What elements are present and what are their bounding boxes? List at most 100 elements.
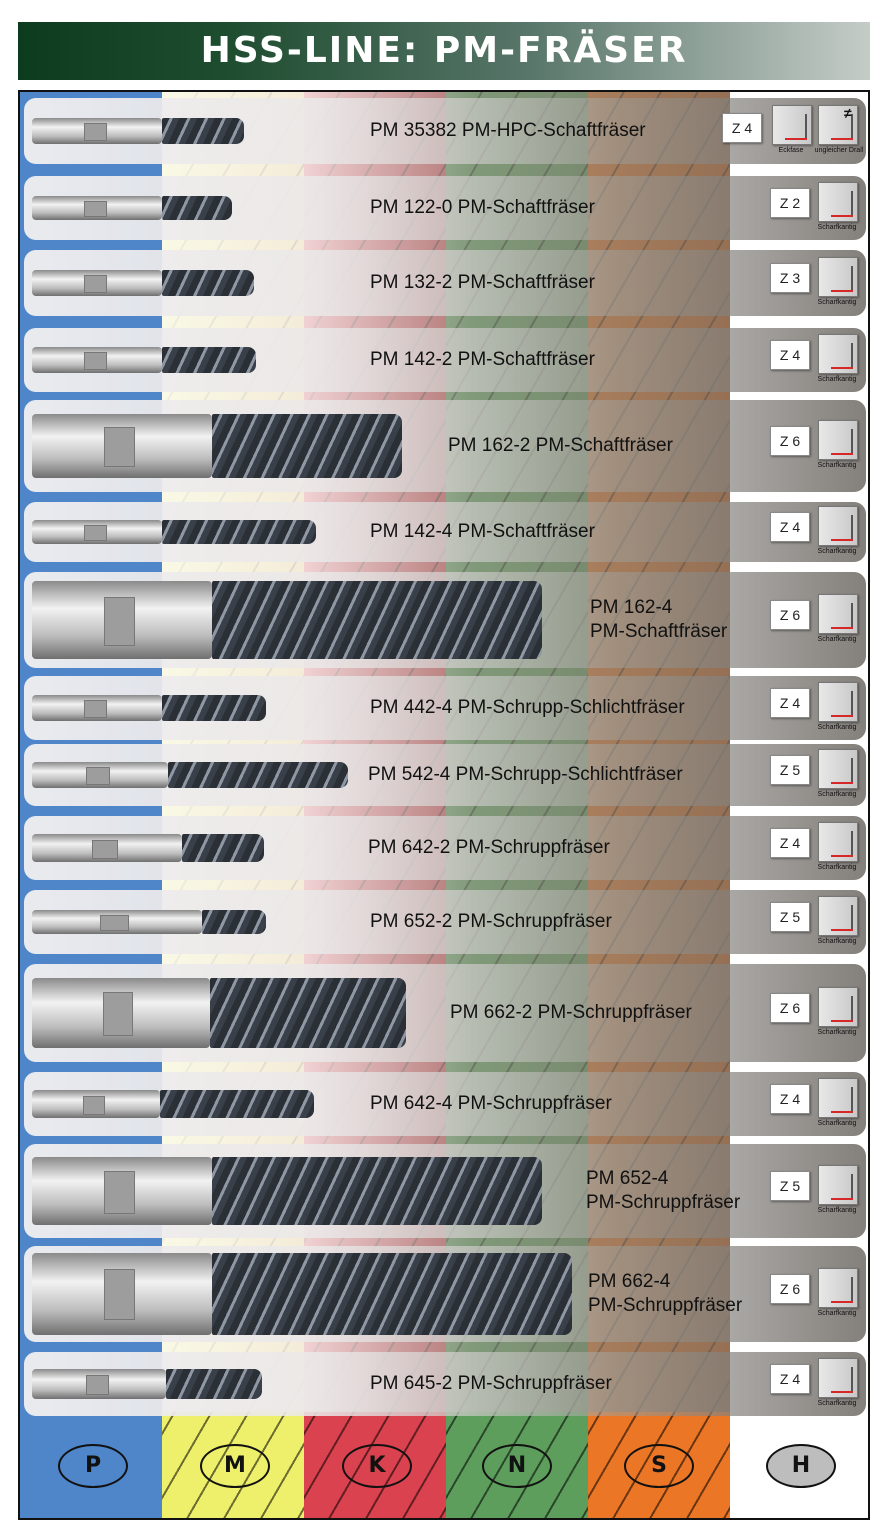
end-mill-image: [32, 1253, 572, 1335]
sharp-edge-icon: [818, 1165, 858, 1205]
sharp-edge-icon: [818, 1358, 858, 1398]
shank-flat: [86, 767, 110, 785]
tool-flutes: [182, 834, 264, 862]
tool-flutes: [162, 118, 244, 144]
tool-shank: [32, 762, 168, 788]
helix-icon: [818, 105, 858, 145]
tool-flutes: [166, 1369, 262, 1399]
tool-shank: [32, 1157, 212, 1225]
sharp-edge-caption: Scharfkantig: [817, 791, 857, 798]
iso-badge-n: N: [482, 1444, 552, 1488]
iso-badge-p: P: [58, 1444, 128, 1488]
end-mill-image: [32, 270, 254, 296]
tool-flutes: [212, 581, 542, 659]
tool-flutes: [162, 347, 256, 373]
shank-flat: [104, 1269, 135, 1320]
product-row: PM 542-4 PM-Schrupp-Schlichtfräser Z 5 Sch…: [24, 744, 866, 806]
tool-flutes: [162, 270, 254, 296]
sharp-edge-caption: Scharfkantig: [817, 548, 857, 555]
tool-flutes: [162, 520, 316, 544]
sharp-edge-icon: [818, 420, 858, 460]
tool-shank: [32, 520, 162, 544]
end-mill-image: [32, 347, 256, 373]
teeth-count: Z 4: [770, 1084, 810, 1114]
sharp-edge-caption: Scharfkantig: [817, 864, 857, 871]
sharp-edge-icon: [818, 682, 858, 722]
tool-shank: [32, 347, 162, 373]
end-mill-image: [32, 978, 406, 1048]
teeth-count: Z 6: [770, 426, 810, 456]
end-mill-image: [32, 520, 316, 544]
sharp-edge-icon: [818, 822, 858, 862]
teeth-count: Z 5: [770, 755, 810, 785]
tool-shank: [32, 1369, 166, 1399]
sharp-edge-caption: Scharfkantig: [817, 1310, 857, 1317]
shank-flat: [84, 275, 107, 293]
shank-flat: [86, 1375, 109, 1395]
tool-flutes: [212, 414, 402, 478]
shank-flat: [104, 597, 135, 646]
product-type: PM-Schaftfräser: [590, 621, 728, 642]
product-code: PM 162-4: [590, 597, 673, 618]
teeth-count: Z 5: [770, 902, 810, 932]
product-code: PM 652-4: [586, 1168, 669, 1189]
tool-shank: [32, 834, 182, 862]
sharp-edge-icon: [818, 182, 858, 222]
tool-shank: [32, 414, 212, 478]
tool-shank: [32, 118, 162, 144]
tool-flutes: [212, 1253, 572, 1335]
shank-flat: [104, 427, 135, 467]
end-mill-image: [32, 695, 266, 721]
product-label: PM 542-4 PM-Schrupp-Schlichtfräser: [368, 764, 683, 785]
tool-flutes: [162, 695, 266, 721]
shank-flat: [104, 1171, 135, 1214]
sharp-edge-caption: Scharfkantig: [817, 1029, 857, 1036]
shank-flat: [84, 201, 107, 217]
sharp-edge-icon: [818, 334, 858, 374]
shank-flat: [84, 123, 107, 141]
tool-shank: [32, 695, 162, 721]
title-banner: HSS-LINE: PM-FRÄSER: [18, 22, 870, 80]
tool-shank: [32, 581, 212, 659]
product-label: PM 142-2 PM-Schaftfräser: [370, 349, 595, 370]
tool-shank: [32, 978, 210, 1048]
shank-flat: [92, 840, 118, 859]
end-mill-image: [32, 196, 232, 220]
product-code: PM 662-4: [588, 1271, 671, 1292]
sharp-edge-caption: Scharfkantig: [817, 1120, 857, 1127]
product-label: PM 162-2 PM-Schaftfräser: [448, 435, 673, 456]
product-label: PM 662-2 PM-Schruppfräser: [450, 1002, 692, 1023]
tool-flutes: [202, 910, 266, 934]
tool-shank: [32, 270, 162, 296]
teeth-count: Z 4: [770, 340, 810, 370]
teeth-count: Z 4: [770, 512, 810, 542]
tool-shank: [32, 196, 162, 220]
sharp-edge-caption: Scharfkantig: [817, 299, 857, 306]
iso-badge-m: M: [200, 1444, 270, 1488]
product-type: PM-Schruppfräser: [588, 1295, 743, 1316]
product-label: PM 645-2 PM-Schruppfräser: [370, 1373, 612, 1394]
shank-flat: [84, 352, 107, 370]
not-equal-icon: ≠: [844, 105, 852, 121]
spec-icons: Z 4 Scharfkantig: [770, 504, 868, 560]
teeth-count: Z 6: [770, 600, 810, 630]
tool-flutes: [160, 1090, 314, 1118]
product-label: PM 652-2 PM-Schruppfräser: [370, 911, 612, 932]
tool-flutes: [212, 1157, 542, 1225]
end-mill-image: [32, 118, 244, 144]
